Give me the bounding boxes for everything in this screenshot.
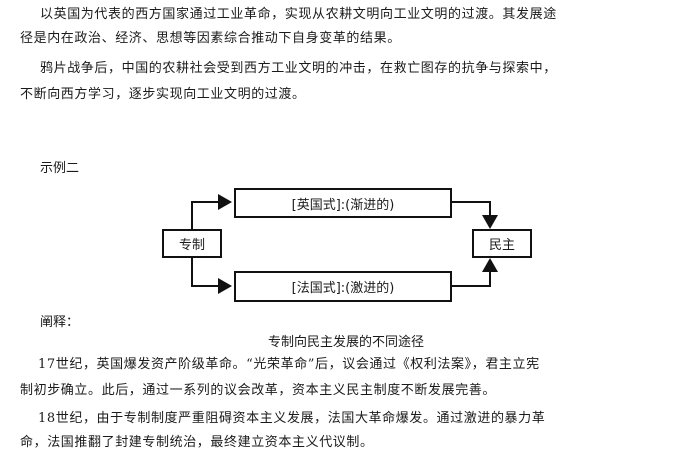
para-line-2: 制初步确立。此后，通过一系列的议会改革，资本主义民主制度不断发展完善。 xyxy=(20,383,497,398)
intro-line-3: 鸦片战争后，中国的农耕社会受到西方工业文明的冲击，在救亡图存的抗争与探索中， xyxy=(40,61,557,76)
french-path-box: [法国式]:(激进的) xyxy=(234,271,452,302)
explain-title: 专制向民主发展的不同途径 xyxy=(267,335,424,350)
intro-line-2: 径是内在政治、经济、思想等因素综合推动下自身变革的结果。 xyxy=(20,31,401,46)
autocracy-box: 专制 xyxy=(162,229,222,258)
para-line-1: 17世纪，英国爆发资产阶级革命。“光荣革命”后，议会通过《权利法案》，君主立宪 xyxy=(38,357,540,372)
democracy-box: 民主 xyxy=(472,229,532,258)
explain-label: 阐释： xyxy=(40,315,80,330)
para-line-4: 命，法国推翻了封建专制统治，最终建立资本主义代议制。 xyxy=(20,435,374,450)
para-line-3: 18世纪，由于专制制度严重阻碍资本主义发展，法国大革命爆发。通过激进的暴力革 xyxy=(38,411,546,426)
intro-line-4: 不断向西方学习，逐步实现向工业文明的过渡。 xyxy=(20,87,306,102)
example-label: 示例二 xyxy=(40,161,80,176)
british-path-box: [英国式]:(渐进的) xyxy=(234,188,452,218)
intro-line-1: 以英国为代表的西方国家通过工业革命，实现从农耕文明向工业文明的过渡。其发展途 xyxy=(40,7,557,22)
